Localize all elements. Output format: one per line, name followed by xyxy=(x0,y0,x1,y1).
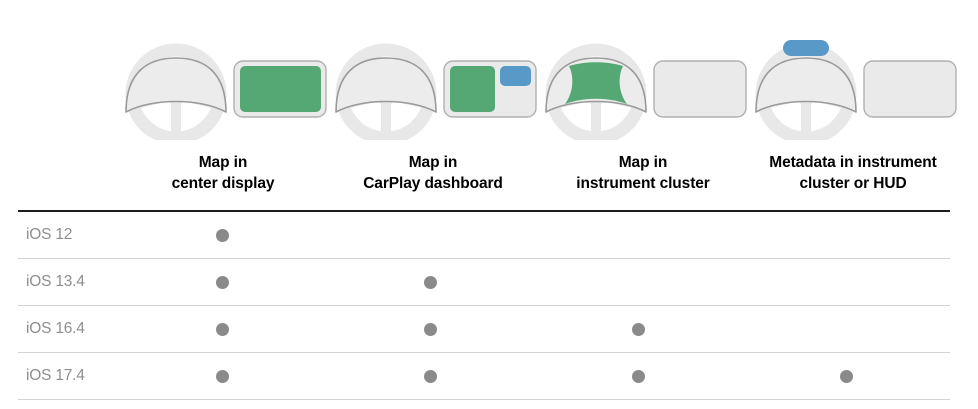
row-cells xyxy=(118,306,950,352)
cell-metadata-cluster-hud xyxy=(742,353,950,399)
column-header-metadata-cluster-hud: Metadata in instrument cluster or HUD xyxy=(748,152,958,194)
column-header-line1: Metadata in instrument xyxy=(769,154,937,171)
support-dot xyxy=(631,369,645,383)
column-header-line2: instrument cluster xyxy=(576,175,710,192)
row-divider xyxy=(18,352,950,353)
support-dot xyxy=(423,369,437,383)
column-header-line1: Map in xyxy=(198,154,248,171)
row-divider xyxy=(18,305,950,306)
row-label-ios-13-4: iOS 13.4 xyxy=(26,273,85,290)
support-dot xyxy=(215,322,229,336)
support-table: iOS 12 iOS 13.4 iOS 16.4 xyxy=(18,210,950,400)
cell-instrument-cluster xyxy=(534,212,742,258)
column-header-carplay-dashboard: Map in CarPlay dashboard xyxy=(328,152,538,194)
cell-metadata-cluster-hud xyxy=(742,306,950,352)
column-headers: Map in center display Map in CarPlay das… xyxy=(118,152,958,194)
support-dot-empty xyxy=(632,276,645,289)
cell-carplay-dashboard xyxy=(326,353,534,399)
support-dot xyxy=(215,369,229,383)
table-top-rule xyxy=(18,210,950,212)
row-divider xyxy=(18,399,950,400)
column-header-line1: Map in xyxy=(618,154,668,171)
icon-cell-metadata-cluster-hud xyxy=(748,28,958,140)
table-row: iOS 12 xyxy=(18,212,950,258)
support-dot xyxy=(215,228,229,242)
row-label-ios-12: iOS 12 xyxy=(26,226,73,243)
cell-instrument-cluster xyxy=(534,259,742,305)
steering-wheel-with-hud-metadata-icon xyxy=(755,40,957,140)
table-row: iOS 17.4 xyxy=(18,353,950,399)
row-label-ios-16-4: iOS 16.4 xyxy=(26,320,85,337)
table-row: iOS 16.4 xyxy=(18,306,950,352)
support-dot-empty xyxy=(840,323,853,336)
support-dot-empty xyxy=(424,229,437,242)
row-label-ios-17-4: iOS 17.4 xyxy=(26,367,85,384)
column-header-line2: cluster or HUD xyxy=(799,175,907,192)
cell-center-display xyxy=(118,212,326,258)
table-row: iOS 13.4 xyxy=(18,259,950,305)
row-cells xyxy=(118,259,950,305)
cell-metadata-cluster-hud xyxy=(742,212,950,258)
row-cells xyxy=(118,353,950,399)
cell-center-display xyxy=(118,306,326,352)
cell-center-display xyxy=(118,259,326,305)
support-dot xyxy=(839,369,853,383)
cell-carplay-dashboard xyxy=(326,259,534,305)
icon-row xyxy=(118,28,958,140)
icon-cell-center-display xyxy=(118,28,328,140)
icon-cell-instrument-cluster xyxy=(538,28,748,140)
row-divider xyxy=(18,258,950,259)
column-header-line2: CarPlay dashboard xyxy=(363,175,503,192)
column-header-instrument-cluster: Map in instrument cluster xyxy=(538,152,748,194)
cell-instrument-cluster xyxy=(534,353,742,399)
row-cells xyxy=(118,212,950,258)
steering-wheel-with-carplay-dashboard-split-icon xyxy=(335,43,537,140)
cell-carplay-dashboard xyxy=(326,306,534,352)
cell-instrument-cluster xyxy=(534,306,742,352)
support-dot-empty xyxy=(840,229,853,242)
cell-carplay-dashboard xyxy=(326,212,534,258)
support-dot xyxy=(631,322,645,336)
steering-wheel-with-cluster-map-icon xyxy=(545,43,747,140)
column-header-line1: Map in xyxy=(408,154,458,171)
steering-wheel-with-center-display-map-icon xyxy=(125,43,327,140)
support-dot-empty xyxy=(632,229,645,242)
cell-metadata-cluster-hud xyxy=(742,259,950,305)
cell-center-display xyxy=(118,353,326,399)
support-dot xyxy=(215,275,229,289)
column-header-center-display: Map in center display xyxy=(118,152,328,194)
support-dot xyxy=(423,275,437,289)
column-header-line2: center display xyxy=(171,175,275,192)
support-dot xyxy=(423,322,437,336)
support-dot-empty xyxy=(840,276,853,289)
icon-cell-carplay-dashboard xyxy=(328,28,538,140)
